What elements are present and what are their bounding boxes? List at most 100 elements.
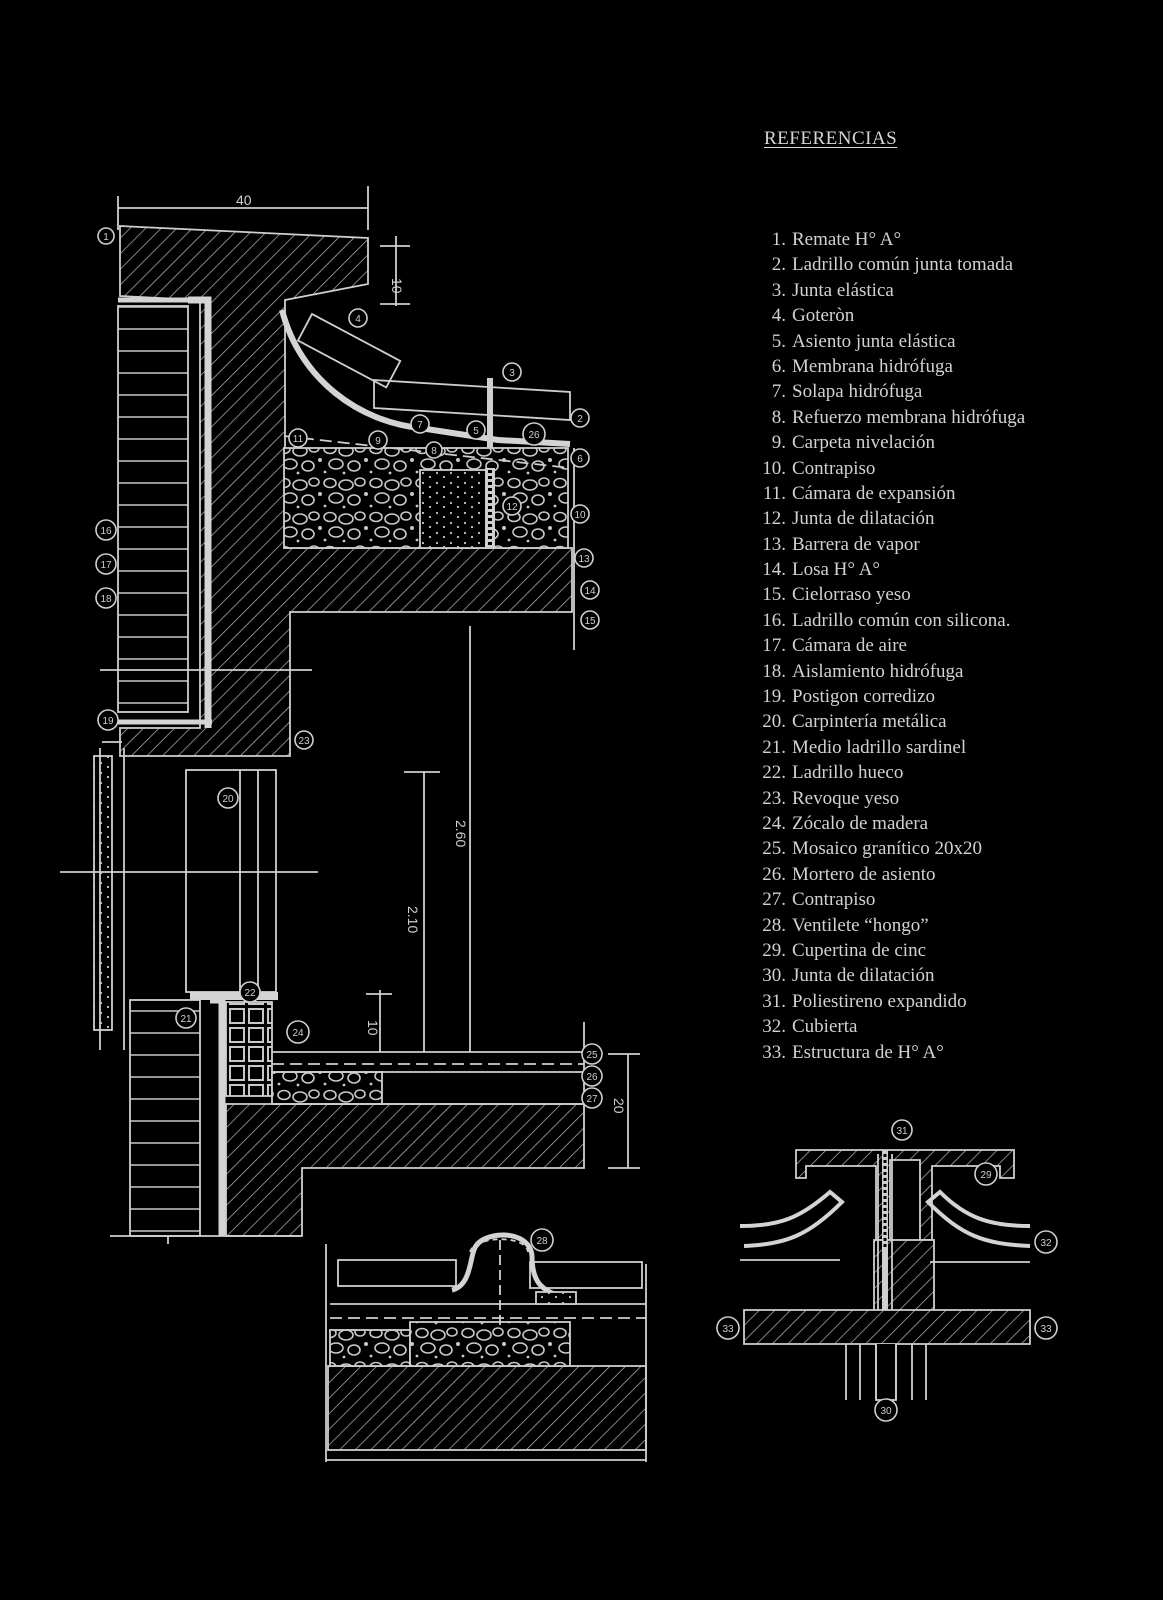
reference-number: 14. <box>762 559 786 581</box>
svg-text:30: 30 <box>880 1406 892 1417</box>
svg-text:19: 19 <box>102 716 114 727</box>
reference-item: 6.Membrana hidrófuga <box>752 354 1025 379</box>
svg-text:13: 13 <box>578 554 590 565</box>
reference-text: Poliestireno expandido <box>792 990 967 1012</box>
reference-item: 29.Cupertina de cinc <box>752 938 1025 963</box>
concrete-structure <box>119 225 573 757</box>
callout-17: 17 <box>95 553 117 575</box>
callout-25: 25 <box>581 1043 603 1065</box>
callout-22: 22 <box>239 981 261 1003</box>
reference-item: 27.Contrapiso <box>752 887 1025 912</box>
reference-text: Barrera de vapor <box>792 533 920 555</box>
reference-item: 16.Ladrillo común con silicona. <box>752 608 1025 633</box>
callout-14: 14 <box>580 580 600 600</box>
callout-15: 15 <box>580 610 600 630</box>
reference-text: Cubierta <box>792 1016 858 1038</box>
references-list: 1.Remate H° A°2.Ladrillo común junta tom… <box>752 227 1025 1065</box>
callout-9: 9 <box>368 430 388 450</box>
svg-text:3: 3 <box>509 368 515 379</box>
reference-number: 8. <box>771 406 786 428</box>
svg-text:22: 22 <box>244 988 256 999</box>
reference-item: 9.Carpeta nivelación <box>752 430 1025 455</box>
reference-number: 1. <box>771 229 786 250</box>
reference-item: 14. Losa H° A° <box>752 557 1025 582</box>
reference-text: Junta de dilatación <box>792 508 935 530</box>
reference-number: 11. <box>762 482 786 504</box>
reference-number: 4. <box>771 305 786 327</box>
reference-number: 26. <box>762 863 786 885</box>
reference-item: 15.Cielorraso yeso <box>752 582 1025 607</box>
references-title: REFERENCIAS <box>764 128 898 149</box>
reference-item: 13.Barrera de vapor <box>752 532 1025 557</box>
reference-text: Membrana hidrófuga <box>792 355 953 377</box>
svg-text:2: 2 <box>577 414 583 425</box>
callout-11: 11 <box>288 428 308 448</box>
reference-item: 1. Remate H° A° <box>752 227 1025 252</box>
reference-item: 23.Revoque yeso <box>752 786 1025 811</box>
callout-13: 13 <box>574 548 594 568</box>
callout-21: 21 <box>175 1007 197 1029</box>
reference-text: Junta de dilatación <box>792 965 935 987</box>
reference-text: Contrapiso <box>792 889 876 911</box>
svg-text:15: 15 <box>584 616 596 627</box>
reference-text: Losa H° A° <box>792 559 881 581</box>
reference-number: 7. <box>771 381 786 403</box>
reference-number: 28. <box>762 914 786 936</box>
reference-item: 3.Junta elástica <box>752 278 1025 303</box>
dim-parapet-height: 10 <box>389 278 405 294</box>
hollow-brick <box>225 1001 273 1097</box>
dim-parapet-width: 40 <box>236 192 252 208</box>
reference-text: Cielorraso yeso <box>792 584 911 606</box>
callout-3: 3 <box>502 362 522 382</box>
reference-item: 33.Estructura de H° A° <box>752 1040 1025 1065</box>
reference-text: Ladrillo común con silicona. <box>792 609 1011 631</box>
svg-text:28: 28 <box>536 1236 548 1247</box>
reference-number: 20. <box>762 711 786 733</box>
reference-number: 12. <box>762 508 786 530</box>
callout-32: 32 <box>1034 1230 1058 1254</box>
ventilator-detail <box>325 1232 647 1462</box>
svg-text:14: 14 <box>584 586 596 597</box>
svg-text:31: 31 <box>896 1126 908 1137</box>
reference-text: Cupertina de cinc <box>792 939 927 961</box>
callout-6: 6 <box>570 448 590 468</box>
reference-text: Remate H° A° <box>792 229 902 250</box>
callout-12: 12 <box>502 496 522 516</box>
reference-number: 21. <box>762 736 786 758</box>
svg-text:1: 1 <box>103 232 109 243</box>
reference-text: Junta elástica <box>792 279 894 301</box>
reference-text: Ladrillo hueco <box>792 762 904 784</box>
callout-1: 1 <box>97 227 115 245</box>
svg-text:12: 12 <box>506 502 518 513</box>
callout-26: 26 <box>581 1065 603 1087</box>
reference-text: Mosaico granítico 20x20 <box>792 838 982 860</box>
drip-piece <box>296 312 402 389</box>
reference-item: 8. Refuerzo membrana hidrófuga <box>752 405 1025 430</box>
callout-23: 23 <box>294 730 314 750</box>
svg-text:23: 23 <box>298 736 310 747</box>
reference-text: Refuerzo membrana hidrófuga <box>792 406 1026 428</box>
svg-text:29: 29 <box>980 1170 992 1181</box>
main-wall-section <box>60 186 640 1244</box>
reference-number: 9. <box>771 432 786 454</box>
dim-sill-height: 10 <box>365 1020 381 1036</box>
reference-number: 25. <box>762 838 786 860</box>
svg-text:26: 26 <box>528 430 540 441</box>
reference-number: 10. <box>762 457 786 479</box>
floor-slab <box>225 1103 585 1237</box>
reference-item: 26.Mortero de asiento <box>752 862 1025 887</box>
reference-item: 22.Ladrillo hueco <box>752 760 1025 785</box>
callout-31: 31 <box>891 1119 913 1141</box>
svg-text:10: 10 <box>574 510 586 521</box>
reference-item: 4. Goteròn <box>752 303 1025 328</box>
svg-text:21: 21 <box>180 1014 192 1025</box>
reference-item: 24.Zócalo de madera <box>752 811 1025 836</box>
reference-item: 7.Solapa hidrófuga <box>752 379 1025 404</box>
callout-30: 30 <box>874 1398 898 1422</box>
reference-text: Goteròn <box>792 305 855 327</box>
reference-number: 30. <box>762 965 786 987</box>
reference-item: 31.Poliestireno expandido <box>752 989 1025 1014</box>
reference-item: 19.Postigon corredizo <box>752 684 1025 709</box>
svg-text:17: 17 <box>100 560 112 571</box>
reference-number: 2. <box>771 254 786 276</box>
